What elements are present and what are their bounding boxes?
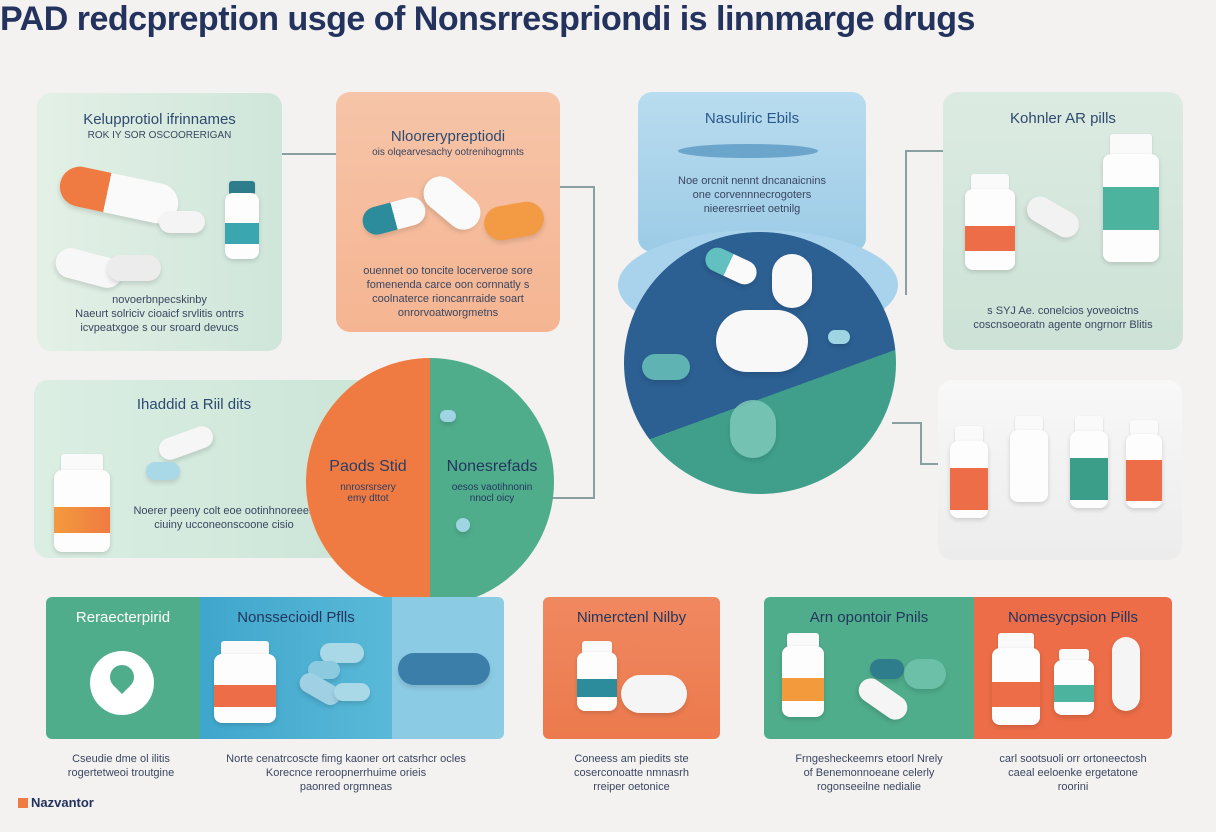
- band-middle: Nimerctenl Nilby: [543, 597, 720, 739]
- blue-tablet: [146, 462, 180, 480]
- card-subheading: ROK IY SOR ОSCOORERIGAN: [87, 130, 232, 141]
- card-heading: Kelupprotiol ifrinnames: [83, 111, 236, 128]
- connector-line: [892, 422, 922, 424]
- card-kohnler-ar-pills: Kohnler AR pills s SYJ Ae. conelcios yov…: [943, 92, 1183, 350]
- card-nasuliric-ebils: Nasuliric Ebils Noe orcnit nennt dncanai…: [638, 92, 866, 252]
- card-heading: Ihaddid a Riil dits: [136, 396, 252, 413]
- connector-line: [905, 150, 945, 152]
- blue-tablet: [320, 643, 364, 663]
- white-capsule: [1112, 637, 1140, 711]
- panel-caption: Cseudie dme ol ilitis rogertetweoi trout…: [67, 753, 175, 779]
- teal-tablet: [904, 659, 946, 689]
- medicine-bottle: [1010, 416, 1048, 502]
- brand-logo-icon: [18, 798, 28, 808]
- white-capsule: [107, 255, 161, 281]
- footer-brand: Nazvantor: [18, 795, 94, 810]
- medicine-bottle: [1126, 420, 1162, 508]
- connector-line: [593, 186, 595, 498]
- band-right: Arn opontoir Pnils Nomesycpsion Pills: [764, 597, 1172, 739]
- teal-white-capsule: [359, 194, 429, 238]
- page-title: PAD redcpreption usgе of Nonsrresprіondi…: [0, 0, 975, 38]
- panel-caption: Frngesheckeemrs etoorl Nrely of Benemonn…: [795, 753, 943, 793]
- card-kelupprotiol: Kelupprotiol ifrinnames ROK IY SOR ОSCOO…: [37, 93, 282, 351]
- pill-circle-graphic: [624, 232, 896, 494]
- teal-tablet: [870, 659, 904, 679]
- medicine-bottle: [54, 454, 110, 552]
- connector-line: [282, 153, 336, 155]
- medicine-bottle: [782, 633, 824, 717]
- panel-heading: Nimerctenl Nilby: [576, 609, 687, 626]
- white-tablet: [159, 211, 205, 233]
- connector-line: [560, 186, 595, 188]
- panel-heading: Nonssecioidl Pflls: [237, 609, 355, 626]
- card-body-text: Noerer peeny colt eoe ootinhnoreees ciui…: [133, 505, 315, 531]
- panel-caption: Norte cenatrcoscte fimg kaoner ort catsr…: [226, 753, 466, 793]
- medicine-bottle: [1070, 416, 1108, 508]
- map-pin-icon: [90, 651, 154, 715]
- medicine-bottle: [1054, 649, 1094, 715]
- card-heading: Nasuliric Ebils: [704, 110, 800, 127]
- footer-brand-text: Nazvantor: [31, 795, 94, 810]
- card-heading: Kohnler AR pills: [1010, 110, 1116, 127]
- pie-right-label: Nonesrefads: [446, 458, 538, 475]
- wave-decoration: [678, 144, 818, 158]
- medicine-bottle: [214, 641, 276, 723]
- panel-heading: Arn opontoir Pnils: [809, 609, 929, 626]
- band-left: Reraecterpirid Nonssecioidl Pflls: [46, 597, 504, 739]
- card-heading: Nloorerypreptiodi: [390, 128, 506, 145]
- orange-tablet: [481, 199, 547, 243]
- medicine-bottle: [965, 174, 1015, 270]
- white-capsule: [416, 169, 488, 237]
- panel-heading: Nomesycpsion Pills: [1007, 609, 1139, 626]
- pie-right-sub: oesos vaotihnonin nnocl oicy: [451, 482, 533, 504]
- card-body-text: novoerbnpecskinby Naeurt solriciv cioaic…: [75, 294, 244, 334]
- panel-caption: carl sootsuoli orr ortoneectosh caeal ee…: [999, 753, 1147, 793]
- medicine-bottle: [577, 641, 617, 711]
- card-nloorerypreptiodi: Nloorerypreptiodi ois olqearvesachy ootr…: [336, 92, 560, 332]
- card-subheading: ois olqearvesachy ootrenihogmnts: [372, 147, 524, 158]
- panel-heading: Reraecterpirid: [75, 609, 171, 626]
- blue-tablet: [334, 683, 370, 701]
- medicine-bottle: [992, 633, 1040, 725]
- white-tablet: [621, 675, 687, 713]
- split-circle-graphic: Paods Stid nnrosrsrsery emy dttot Nonesr…: [306, 358, 554, 606]
- medicine-bottle: [950, 426, 988, 518]
- card-body-text: ouennet oo toncite locerveroe sore fomen…: [363, 265, 533, 319]
- connector-line: [920, 463, 940, 465]
- medicine-bottle: [1103, 134, 1159, 262]
- navy-capsule: [398, 653, 490, 685]
- connector-line: [905, 150, 907, 295]
- card-body-text: s SYJ Ae. conelcios yoveoictns coscnsoeo…: [973, 305, 1153, 331]
- pie-left-label: Paods Stid: [329, 458, 407, 475]
- panel-caption: Coneess am piedits ste coserconoatte nmn…: [574, 753, 689, 793]
- card-body-text: Noe orcnit nennt dncanaicnins one corven…: [678, 175, 826, 215]
- medicine-bottle: [225, 181, 259, 259]
- connector-line: [552, 497, 595, 499]
- white-capsule: [1022, 191, 1084, 243]
- connector-line: [920, 422, 922, 464]
- pie-left-sub: nnrosrsrsery emy dttot: [340, 482, 396, 504]
- card-bottles-row: [938, 380, 1182, 560]
- white-capsule: [155, 423, 217, 463]
